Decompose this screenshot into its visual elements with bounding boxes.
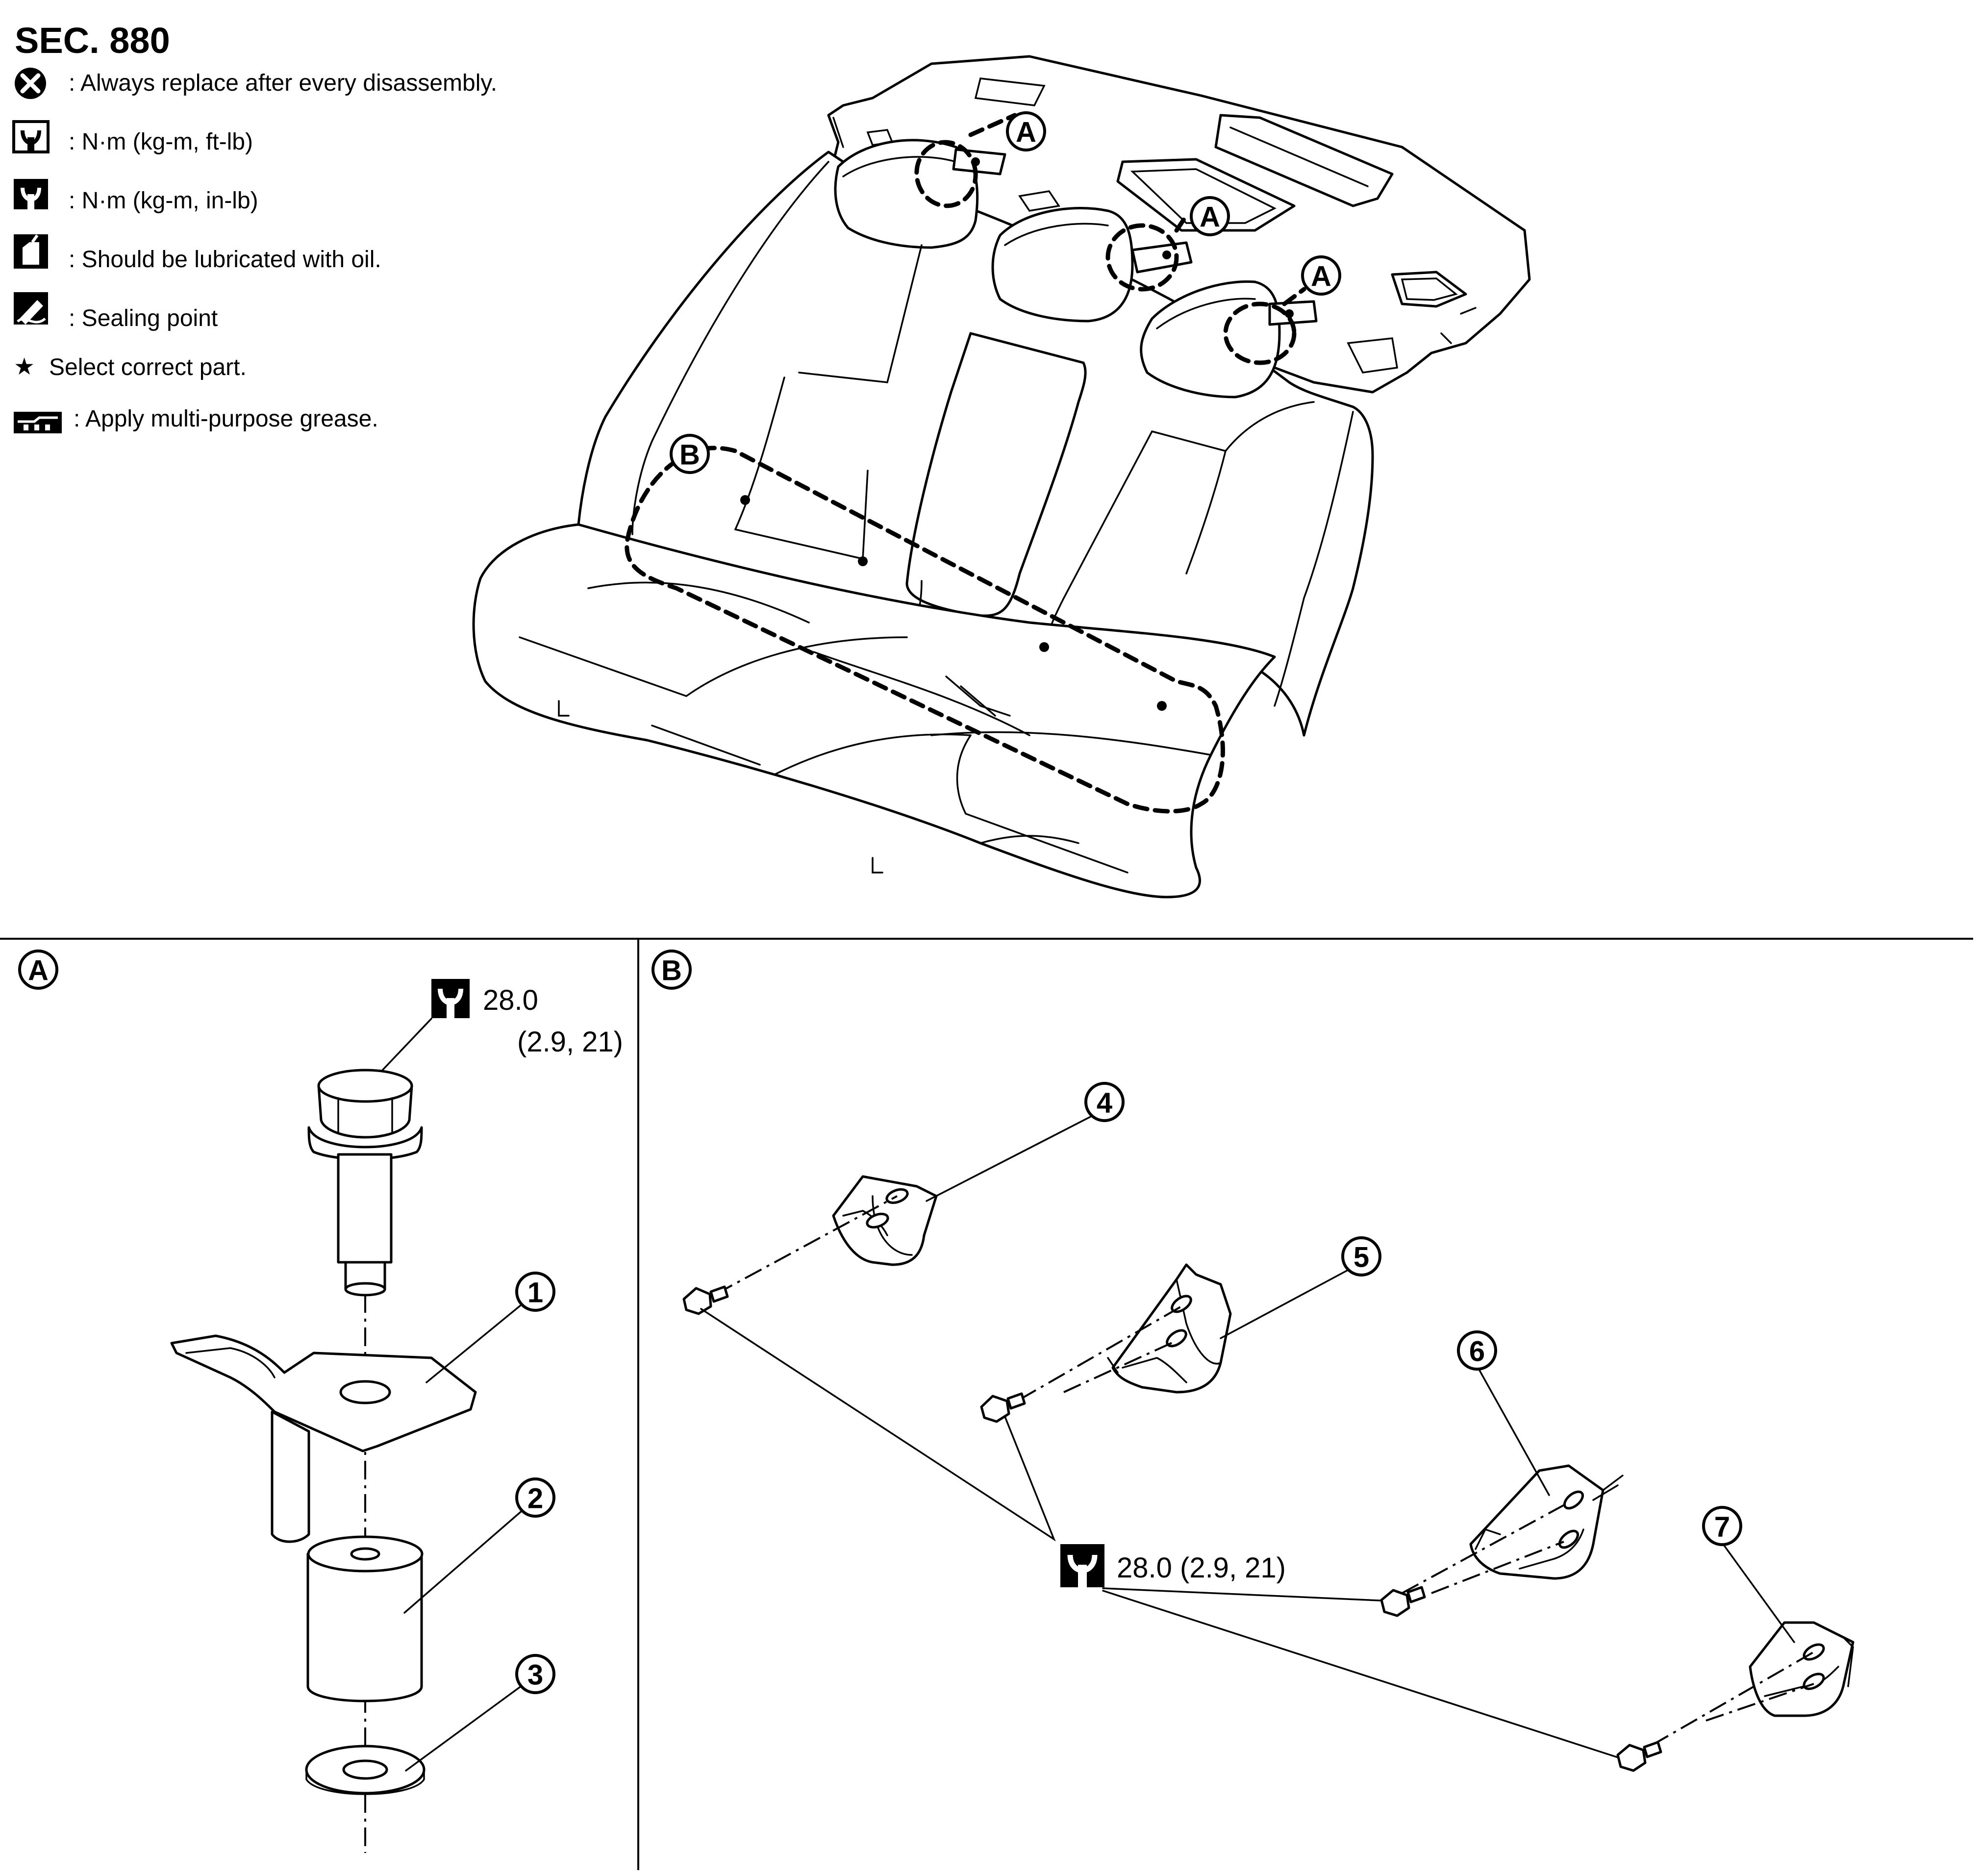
section-title: SEC. 880	[15, 20, 170, 61]
overview-marker-a-3: A	[1301, 255, 1341, 296]
legend-text-oil: : Should be lubricated with oil.	[69, 247, 381, 273]
bolt	[307, 1069, 423, 1297]
svg-text:4: 4	[1097, 1087, 1112, 1119]
svg-text:6: 6	[1469, 1336, 1485, 1368]
bolt-4	[682, 1285, 729, 1315]
anchor-bracket-7	[1749, 1621, 1855, 1717]
washer	[305, 1745, 426, 1795]
detail-a-torque-units: (2.9, 21)	[517, 1026, 623, 1058]
svg-text:5: 5	[1353, 1242, 1369, 1274]
overview-marker-a-1: A	[1006, 111, 1046, 151]
svg-text:B: B	[661, 955, 682, 987]
seat-cushion	[472, 523, 1276, 899]
armrest-pass-through	[905, 332, 1087, 617]
torque-wrench-icon	[12, 120, 50, 153]
svg-text:B: B	[679, 439, 700, 471]
legend-text-sealing: : Sealing point	[69, 305, 218, 331]
svg-text:A: A	[1200, 201, 1220, 233]
legend-text-replace: : Always replace after every disassembly…	[69, 70, 497, 96]
torque-wrench-icon	[431, 979, 470, 1018]
detail-b-torque: 28.0 (2.9, 21)	[1117, 1552, 1286, 1584]
part-callout-3: 3	[515, 1654, 555, 1694]
anchor-bracket-4	[832, 1175, 938, 1266]
collar	[306, 1535, 424, 1702]
svg-text:A: A	[1016, 117, 1036, 149]
part-callout-6: 6	[1457, 1330, 1497, 1371]
grease-icon	[14, 412, 62, 433]
detail-a-panel: A 28.0 (2.9, 21)	[18, 950, 623, 1853]
part-callout-5: 5	[1341, 1236, 1381, 1276]
headrest-center	[991, 206, 1134, 323]
svg-text:7: 7	[1714, 1511, 1730, 1543]
headrest-right	[1140, 280, 1281, 399]
replace-circle-x-icon	[15, 68, 46, 99]
part-callout-1: 1	[515, 1272, 555, 1312]
detail-a-label: A	[18, 950, 58, 990]
vent-right	[1391, 271, 1467, 308]
bolt-5	[980, 1392, 1026, 1423]
legend-panel: SEC. 880 : Always replace after every di…	[12, 20, 497, 433]
legend-text-torque-inlb: : N·m (kg-m, in-lb)	[69, 188, 258, 214]
legend-text-grease: : Apply multi-purpose grease.	[74, 406, 378, 432]
speaker-center	[1116, 158, 1296, 232]
svg-text:2: 2	[527, 1483, 543, 1515]
region-b-outline	[625, 446, 1225, 814]
seat-overview-illustration	[472, 55, 1531, 899]
torque-wrench-icon	[1060, 1544, 1104, 1587]
oil-can-icon	[14, 234, 48, 269]
part-callout-2: 2	[515, 1477, 555, 1518]
svg-text:3: 3	[527, 1659, 543, 1691]
svg-text:A: A	[28, 955, 49, 987]
anchor-bracket-6	[1469, 1464, 1624, 1580]
torque-wrench-filled-icon	[14, 179, 48, 209]
anchor-bracket-5	[1107, 1263, 1232, 1394]
sealant-icon	[14, 292, 48, 325]
legend-text-torque-ftlb: : N·m (kg-m, ft-lb)	[69, 129, 253, 155]
bolt-7	[1616, 1741, 1662, 1772]
overview-marker-b: B	[670, 434, 710, 474]
detail-b-label: B	[652, 950, 692, 990]
svg-text:A: A	[1311, 261, 1331, 293]
detail-a-torque-value: 28.0	[483, 984, 538, 1016]
bracket	[170, 1334, 477, 1452]
part-callout-7: 7	[1702, 1506, 1742, 1546]
star-icon: ★	[14, 354, 35, 380]
part-callout-4: 4	[1084, 1082, 1125, 1122]
bolt-6	[1380, 1586, 1426, 1617]
svg-text:1: 1	[527, 1277, 543, 1309]
legend-text-select: Select correct part.	[49, 354, 247, 380]
overview-marker-a-2: A	[1190, 196, 1230, 236]
speaker-left	[1214, 114, 1394, 207]
detail-b-panel: B	[652, 950, 1855, 1772]
headrest-left	[834, 139, 979, 249]
